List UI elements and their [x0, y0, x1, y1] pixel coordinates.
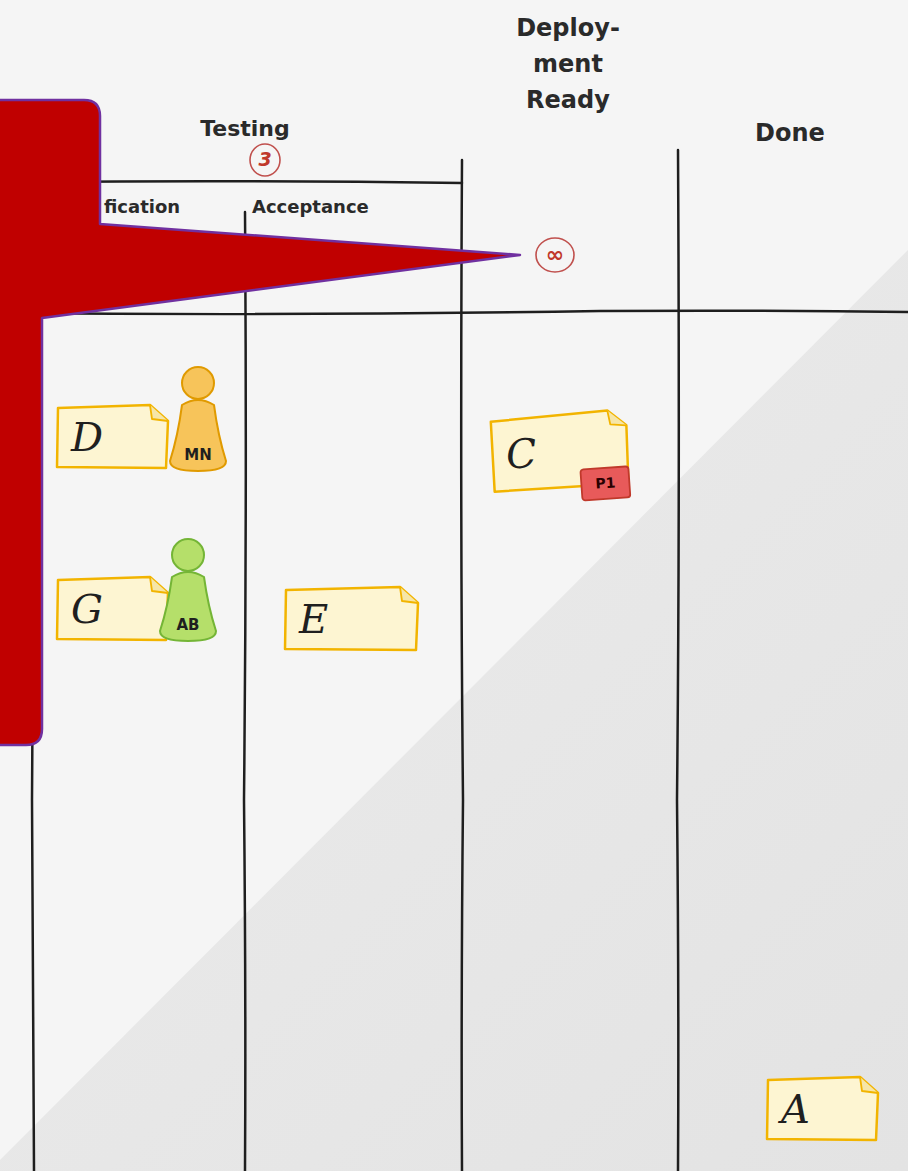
- task-card: C P1: [487, 407, 632, 495]
- card-letter: E: [299, 597, 328, 641]
- label-text: Deploy- ment Ready: [516, 14, 620, 114]
- label-text: fication: [104, 196, 180, 217]
- callout-shape: [0, 100, 520, 745]
- card-letter: C: [505, 431, 539, 477]
- priority-tag: P1: [579, 465, 631, 501]
- wip-limit-circle: [536, 238, 574, 272]
- task-card: A: [765, 1075, 880, 1142]
- sticky-note-body: [285, 587, 418, 650]
- sticky-note-body: [767, 1077, 878, 1140]
- diagonal-shade: [0, 250, 908, 1171]
- sticky-note-body: [57, 577, 168, 640]
- sticky-note-fold: [150, 577, 168, 593]
- task-card: DMN: [55, 403, 170, 470]
- column-heading: Deploy- ment Ready: [502, 10, 634, 118]
- wip-limit: ∞: [536, 242, 574, 268]
- label-text: Acceptance: [252, 196, 369, 217]
- column-line: [244, 212, 246, 1171]
- wip-limit-circle: [250, 144, 280, 176]
- subcolumn-heading: Acceptance: [252, 196, 452, 218]
- person-avatar: AB: [158, 537, 218, 642]
- pawn-head: [172, 539, 204, 571]
- sticky-note-body: [57, 405, 168, 468]
- priority-text: P1: [595, 475, 616, 492]
- person-initials: AB: [176, 617, 199, 634]
- pawn-body: [170, 400, 226, 471]
- header-line: [0, 311, 908, 314]
- pawn-head: [182, 367, 214, 399]
- sticky-note-fold: [400, 587, 418, 603]
- person-initials: MN: [184, 447, 211, 464]
- card-letter: G: [71, 587, 103, 631]
- tag-body: [580, 466, 630, 500]
- wip-limit: 3: [249, 147, 281, 171]
- column-heading: Testing: [170, 116, 320, 142]
- card-letter: D: [71, 415, 103, 459]
- sticky-note-body: [490, 409, 631, 492]
- sticky-note-fold: [607, 409, 626, 426]
- sticky-note-fold: [860, 1077, 878, 1093]
- label-text: Done: [755, 119, 825, 147]
- card-letter: A: [781, 1087, 810, 1131]
- label-text: Testing: [200, 116, 290, 141]
- task-card: GAB: [55, 575, 170, 642]
- pawn-body: [160, 572, 216, 641]
- column-line: [677, 150, 679, 1171]
- column-heading: Done: [730, 118, 850, 148]
- sticky-note-fold: [150, 405, 168, 421]
- subcolumn-heading: fication: [104, 196, 224, 218]
- person-avatar: MN: [168, 365, 228, 472]
- label-text: 3: [258, 148, 271, 170]
- task-card: E: [283, 585, 420, 652]
- label-text: ∞: [546, 242, 564, 267]
